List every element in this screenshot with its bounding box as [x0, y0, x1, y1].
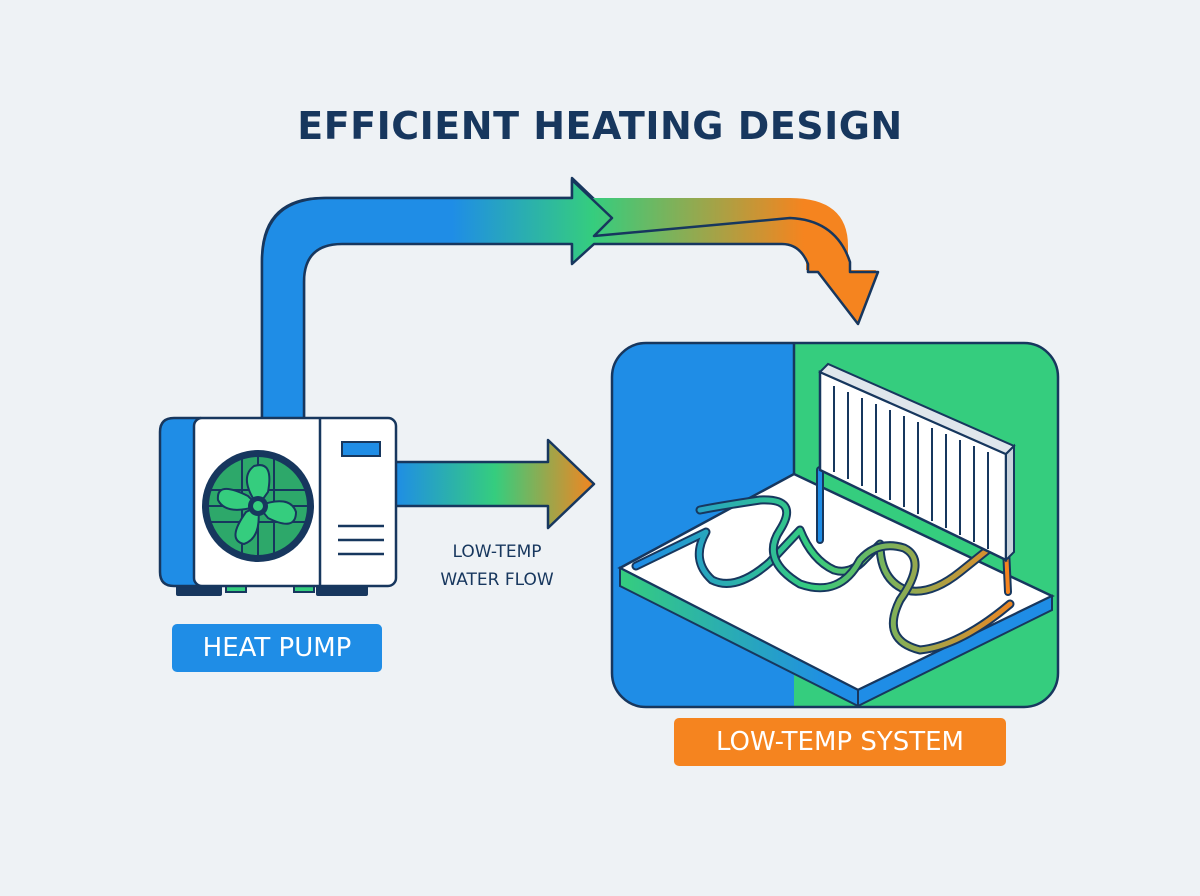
low-temp-system-label: LOW-TEMP SYSTEM	[674, 718, 1006, 766]
flow-label-line1: LOW-TEMP	[452, 542, 542, 562]
radiator-icon	[818, 362, 1016, 563]
flow-label: LOW-TEMP WATER FLOW	[402, 538, 592, 594]
flow-label-line2: WATER FLOW	[440, 570, 554, 590]
top-flow-arrow-body	[260, 178, 880, 422]
heat-pump-label: HEAT PUMP	[172, 624, 382, 672]
diagram-title: EFFICIENT HEATING DESIGN	[297, 104, 903, 148]
fan-icon	[202, 450, 314, 562]
low-temp-flow-arrow	[393, 438, 596, 530]
